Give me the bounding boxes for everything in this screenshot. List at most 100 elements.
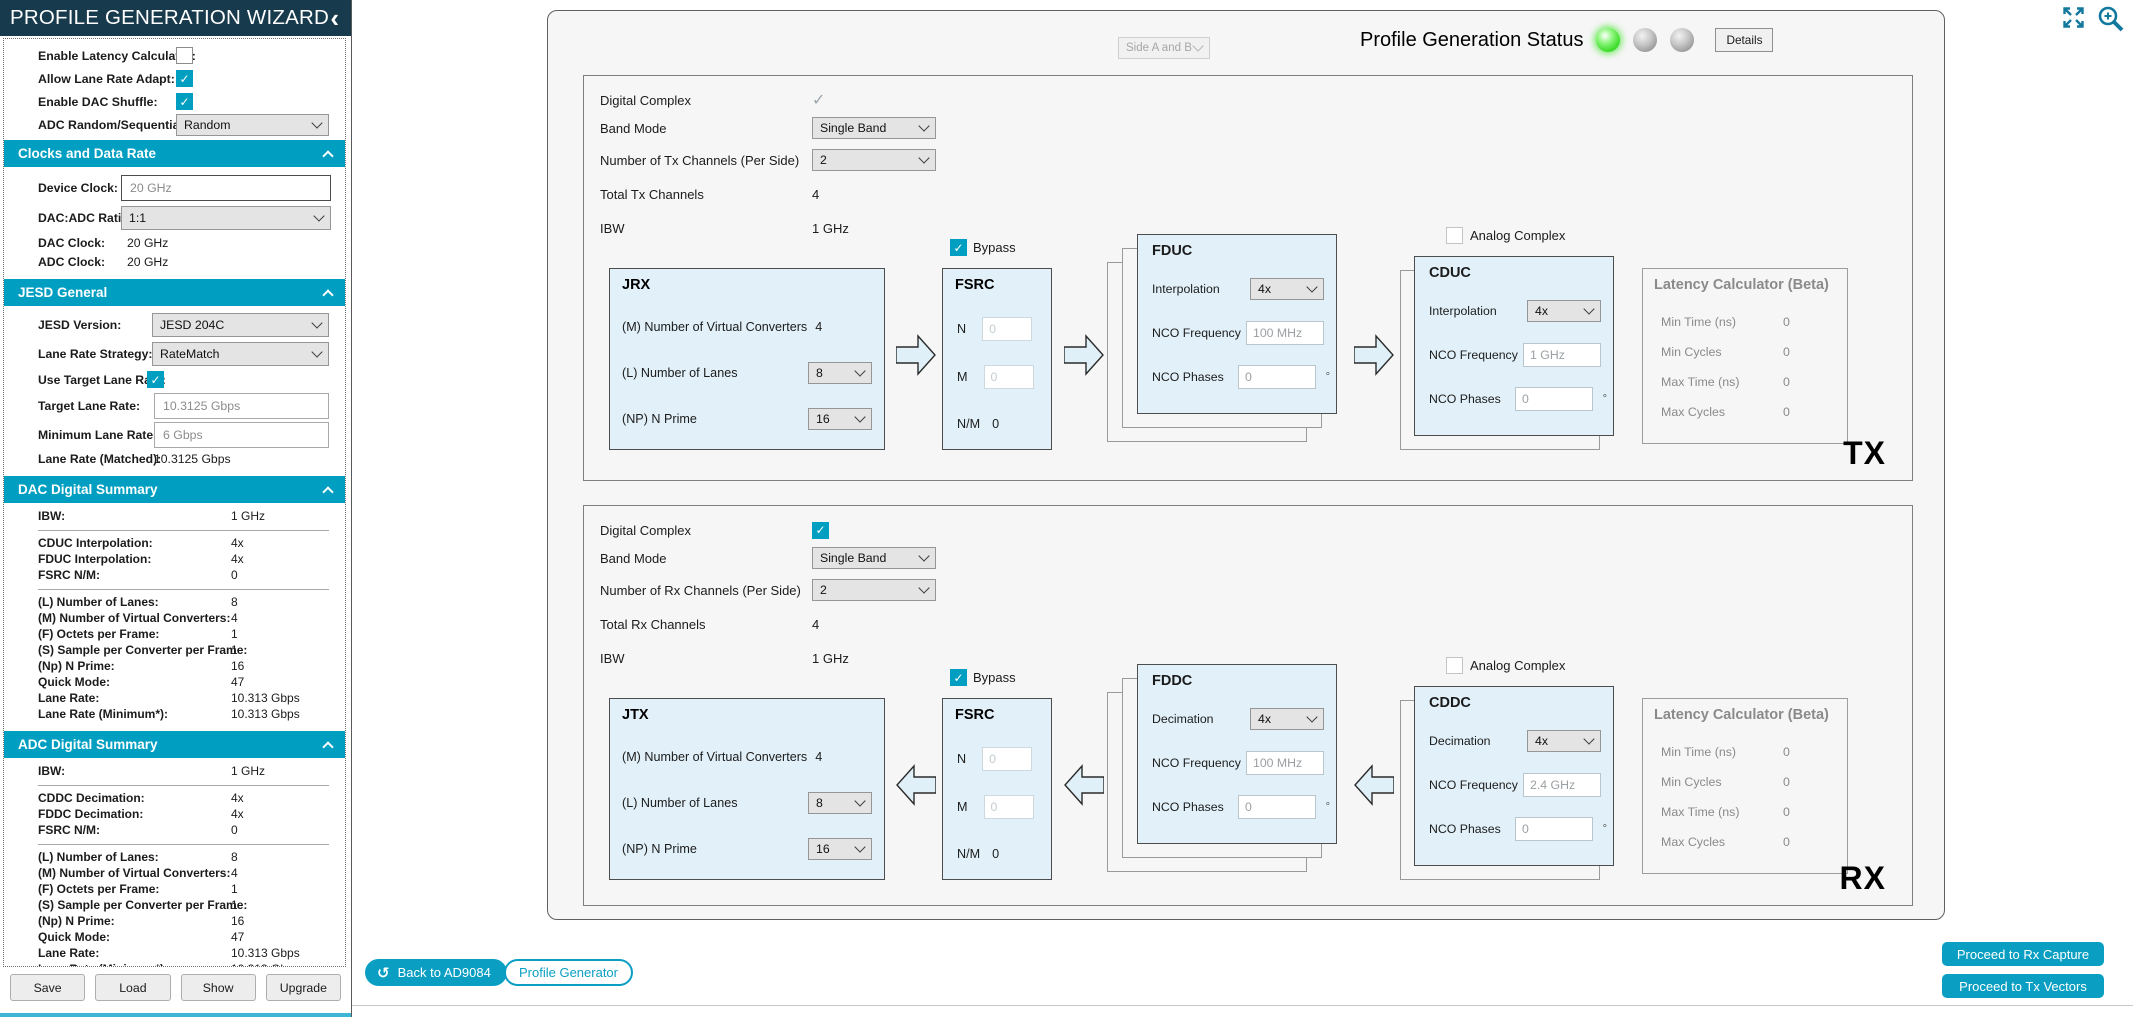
fddc-decimation-row: Decimation 4x — [1152, 707, 1324, 731]
divider — [38, 785, 329, 786]
degree-symbol: ° — [1325, 371, 1330, 383]
fsrc-nm-value: 0 — [992, 847, 1000, 861]
digital-complex-disabled-check-icon: ✓ — [812, 92, 826, 109]
jtx-nprime-select[interactable]: 16 — [808, 838, 872, 860]
adc-random-sequential-select[interactable]: Random — [176, 113, 329, 136]
row-use-target-lane-rate: Use Target Lane Rate: ✓ — [4, 368, 345, 391]
tx-latency-calculator: Latency Calculator (Beta) Min Time (ns)0… — [1642, 268, 1848, 444]
cddc-decimation-select[interactable]: 4x — [1527, 730, 1601, 752]
status-led-3 — [1670, 28, 1695, 52]
enable-dac-shuffle-checkbox[interactable]: ✓ — [176, 93, 193, 110]
fddc-decimation-select[interactable]: 4x — [1250, 708, 1324, 730]
ibw-value: 1 GHz — [812, 220, 849, 236]
fduc-nco-phases-input[interactable]: 0 — [1238, 365, 1316, 389]
dac-digital-summary-body: IBW:1 GHz CDUC Interpolation:4x FDUC Int… — [4, 503, 345, 727]
tx-bypass: ✓ Bypass — [950, 239, 1016, 256]
fduc-interpolation-select[interactable]: 4x — [1250, 278, 1324, 300]
minimum-lane-rate-input[interactable]: 6 Gbps — [154, 421, 329, 448]
fddc-stack: FDDC Decimation 4x NCO Frequency 100 MHz — [1107, 664, 1339, 876]
jesd-version-select[interactable]: JESD 204C — [152, 312, 329, 337]
bypass-checkbox[interactable]: ✓ — [950, 239, 967, 256]
jesd-general-section-title: JESD General — [18, 285, 108, 300]
collapse-sidebar-icon[interactable]: ‹ — [330, 3, 339, 33]
rx-band-mode-row: Band Mode Single Band — [600, 546, 936, 570]
enable-dac-shuffle-label: Enable DAC Shuffle: — [38, 94, 158, 109]
profile-generator-tab[interactable]: Profile Generator — [504, 959, 633, 986]
summary-row: IBW:1 GHz — [38, 509, 266, 523]
summary-row: CDDC Decimation:4x — [38, 791, 244, 805]
back-to-ad9084-button[interactable]: ↺ Back to AD9084 — [365, 959, 507, 986]
rx-ibw-row: IBW 1 GHz — [600, 646, 849, 670]
band-mode-select[interactable]: Single Band — [812, 117, 936, 139]
band-mode-label: Band Mode — [600, 120, 667, 136]
device-clock-label: Device Clock: — [38, 181, 118, 195]
jrx-nprime-select[interactable]: 16 — [808, 408, 872, 430]
jrx-lanes-select[interactable]: 8 — [808, 362, 872, 384]
band-mode-select[interactable]: Single Band — [812, 547, 936, 569]
summary-row: (M) Number of Virtual Converters:4 — [38, 611, 238, 625]
allow-lane-rate-adapt-checkbox[interactable]: ✓ — [176, 70, 193, 87]
chevron-down-icon — [1583, 733, 1595, 745]
sidebar-body: Enable Latency Calculator: Allow Lane Ra… — [3, 38, 346, 967]
device-clock-input[interactable]: 20 GHz — [121, 175, 331, 201]
jrx-m-value: 4 — [815, 320, 823, 334]
chevron-down-icon — [854, 841, 866, 853]
proceed-to-rx-capture-button[interactable]: Proceed to Rx Capture — [1942, 942, 2104, 966]
upgrade-button[interactable]: Upgrade — [265, 974, 341, 1001]
summary-row: CDUC Interpolation:4x — [38, 536, 244, 550]
cddc-nco-phases-input[interactable]: 0 — [1515, 817, 1593, 841]
lane-rate-matched-label: Lane Rate (Matched): — [38, 451, 162, 466]
jtx-lanes-select[interactable]: 8 — [808, 792, 872, 814]
details-button[interactable]: Details — [1715, 28, 1774, 52]
digital-complex-checkbox[interactable]: ✓ — [812, 521, 829, 539]
load-button[interactable]: Load — [95, 974, 171, 1001]
fduc-title: FDUC — [1152, 243, 1193, 259]
enable-latency-calculator-checkbox[interactable] — [176, 47, 193, 64]
ibw-label: IBW — [600, 650, 625, 666]
lane-rate-strategy-select[interactable]: RateMatch — [152, 341, 329, 366]
rx-group: Digital Complex ✓ Band Mode Single Band … — [583, 505, 1913, 906]
row-adc-random-sequential: ADC Random/Sequential: Random — [4, 113, 345, 136]
save-button[interactable]: Save — [10, 974, 86, 1001]
row-target-lane-rate: Target Lane Rate: 10.3125 Gbps — [4, 391, 345, 420]
show-button[interactable]: Show — [180, 974, 256, 1001]
bypass-checkbox[interactable]: ✓ — [950, 669, 967, 686]
cddc-nco-frequency-input[interactable]: 2.4 GHz — [1523, 773, 1601, 797]
summary-row: Lane Rate:10.313 Gbps — [38, 946, 300, 960]
chevron-down-icon — [1306, 711, 1318, 723]
row-adc-clock: ADC Clock: 20 GHz — [4, 252, 345, 271]
jesd-version-label: JESD Version: — [38, 317, 122, 332]
section-header-dac-digital-summary[interactable]: DAC Digital Summary — [4, 476, 345, 503]
latency-row: Min Time (ns)0 — [1661, 315, 1790, 329]
proceed-to-tx-vectors-button[interactable]: Proceed to Tx Vectors — [1942, 974, 2104, 998]
cddc-title: CDDC — [1429, 695, 1471, 711]
section-header-clocks[interactable]: Clocks and Data Rate — [4, 140, 345, 167]
fddc-nco-frequency-input[interactable]: 100 MHz — [1246, 751, 1324, 775]
divider — [38, 530, 329, 531]
fduc-nco-frequency-input[interactable]: 100 MHz — [1246, 321, 1324, 345]
analog-complex-checkbox[interactable] — [1446, 657, 1463, 674]
analog-complex-label: Analog Complex — [1470, 658, 1566, 673]
tx-channels-select[interactable]: 2 — [812, 149, 936, 171]
tx-band-mode-row: Band Mode Single Band — [600, 116, 936, 140]
cddc-decimation-row: Decimation 4x — [1429, 729, 1601, 753]
cduc-interpolation-select[interactable]: 4x — [1527, 300, 1601, 322]
cduc-nco-phases-input[interactable]: 0 — [1515, 387, 1593, 411]
fsrc-n-row: N 0 — [957, 317, 1033, 341]
cduc-nco-frequency-input[interactable]: 1 GHz — [1523, 343, 1601, 367]
fddc-nco-phases-input[interactable]: 0 — [1238, 795, 1316, 819]
jesd-general-section-body: JESD Version: JESD 204C Lane Rate Strate… — [4, 306, 345, 472]
expand-icon[interactable] — [2060, 4, 2087, 31]
summary-row: FSRC N/M:0 — [38, 568, 238, 582]
dac-adc-ratio-select[interactable]: 1:1 — [121, 206, 331, 230]
analog-complex-checkbox[interactable] — [1446, 227, 1463, 244]
target-lane-rate-input[interactable]: 10.3125 Gbps — [154, 392, 329, 419]
rx-channels-select[interactable]: 2 — [812, 579, 936, 601]
use-target-lane-rate-checkbox[interactable]: ✓ — [147, 371, 164, 388]
check-icon: ✓ — [179, 71, 190, 86]
fsrc-title: FSRC — [955, 277, 995, 293]
section-header-jesd-general[interactable]: JESD General — [4, 279, 345, 306]
adc-random-sequential-label: ADC Random/Sequential: — [38, 117, 187, 132]
zoom-in-icon[interactable] — [2096, 4, 2125, 33]
section-header-adc-digital-summary[interactable]: ADC Digital Summary — [4, 731, 345, 758]
